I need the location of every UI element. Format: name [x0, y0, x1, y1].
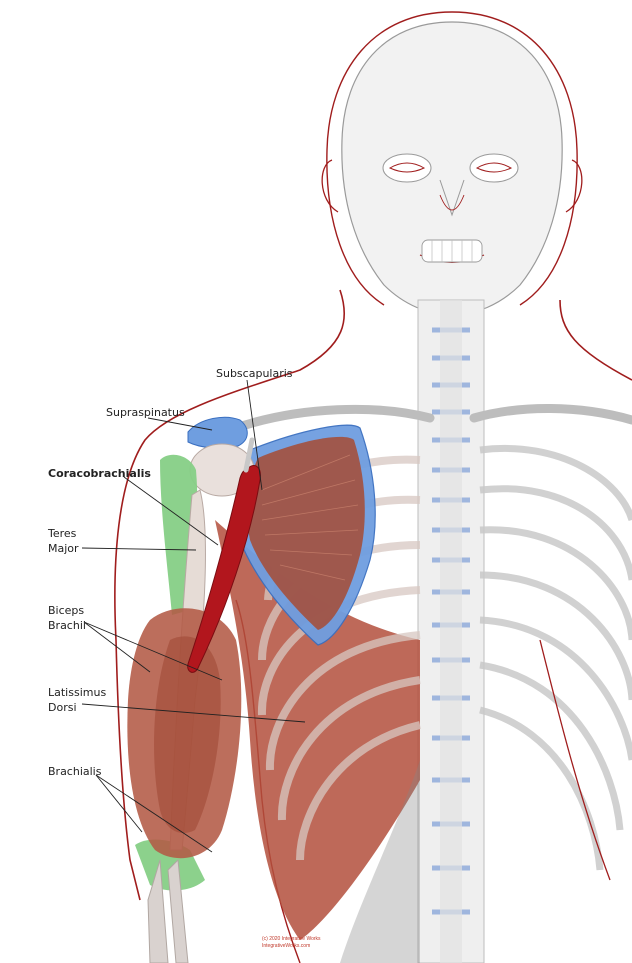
spine [417, 299, 485, 963]
label-teres-major-1: Teres [47, 527, 77, 540]
label-teres-major-2: Major [48, 542, 79, 555]
coracobrachialis-muscle [187, 465, 261, 673]
leader-supraspinatus [147, 417, 213, 431]
copyright-line-1: (c) 2020 Integrative Works [262, 936, 321, 942]
label-latissimus-1: Latissimus [48, 686, 106, 699]
coracobrachialis-tendon [243, 437, 255, 473]
clavicle-right [469, 404, 632, 425]
subscapularis-fibers [261, 454, 359, 581]
torso-shadow [340, 620, 420, 963]
copyright-line-2: IntegrativeWorks.com [262, 943, 310, 949]
label-latissimus-2: Dorsi [48, 701, 77, 714]
leader-biceps-1 [83, 621, 151, 673]
label-brachialis: Brachialis [48, 765, 102, 778]
label-supraspinatus: Supraspinatus [106, 406, 185, 419]
body-outline [114, 289, 632, 901]
biceps-inner-shade [154, 636, 221, 834]
leader-brachialis-1 [95, 774, 143, 833]
ribcage-right [479, 445, 632, 871]
leader-brachialis-2 [95, 774, 213, 853]
label-coracobrachialis: Coracobrachialis [48, 467, 151, 480]
label-biceps-2: Brachii [48, 619, 86, 632]
skull [321, 11, 583, 316]
supraspinatus-region [187, 416, 248, 449]
leader-subscapularis [246, 379, 263, 491]
torso-right-outline [539, 639, 611, 881]
leader-biceps-2 [83, 621, 223, 681]
leader-teres-major [81, 547, 197, 551]
leader-lines [81, 379, 306, 853]
leader-latissimus [81, 703, 306, 723]
label-biceps-1: Biceps [48, 604, 84, 617]
forearm-bones [147, 858, 189, 963]
clavicle-left [225, 404, 435, 435]
label-subscapularis: Subscapularis [216, 367, 293, 380]
leader-coracobrachialis [123, 476, 219, 546]
